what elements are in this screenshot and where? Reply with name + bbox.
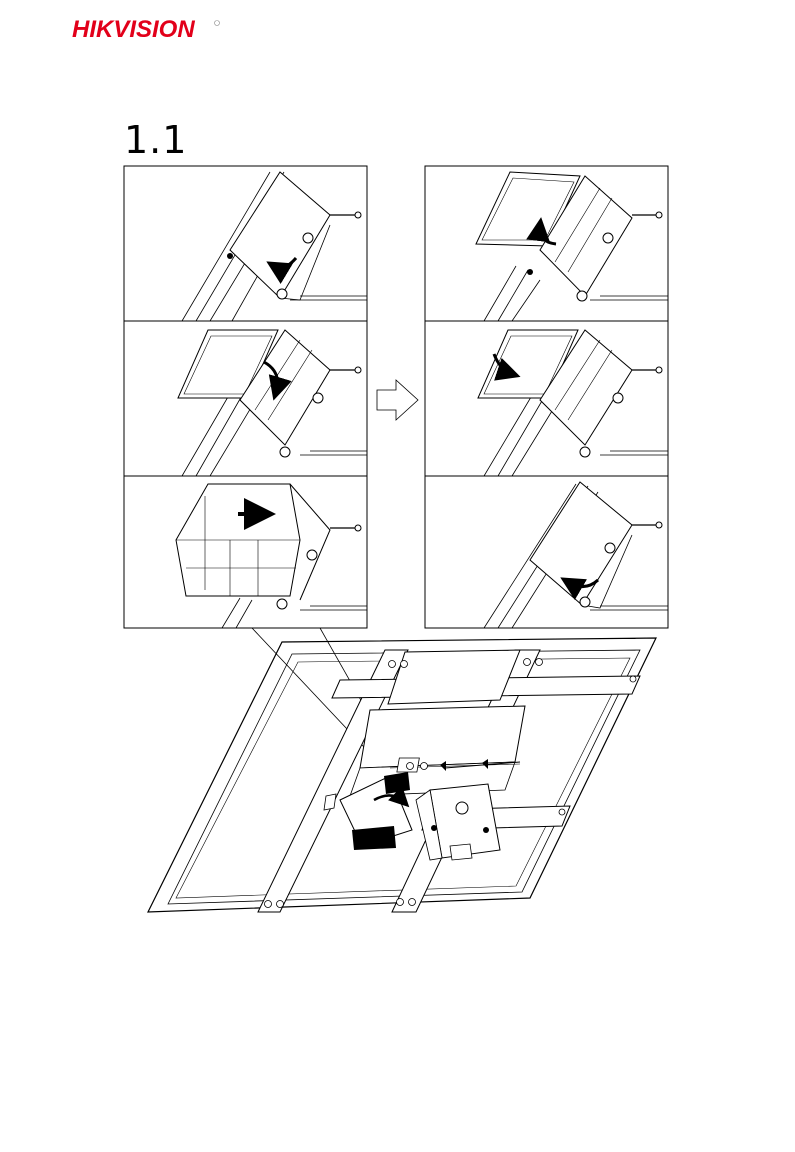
- panel-right-2: [425, 321, 668, 476]
- mount-assembly: [148, 638, 656, 912]
- panel-right-3: [425, 476, 668, 628]
- panel-left-1: [124, 166, 367, 321]
- panel-right-1: [425, 166, 668, 321]
- outline-right-arrow-icon: [377, 380, 418, 420]
- panel-left-3: [124, 476, 367, 628]
- panel-left-2: [124, 321, 367, 476]
